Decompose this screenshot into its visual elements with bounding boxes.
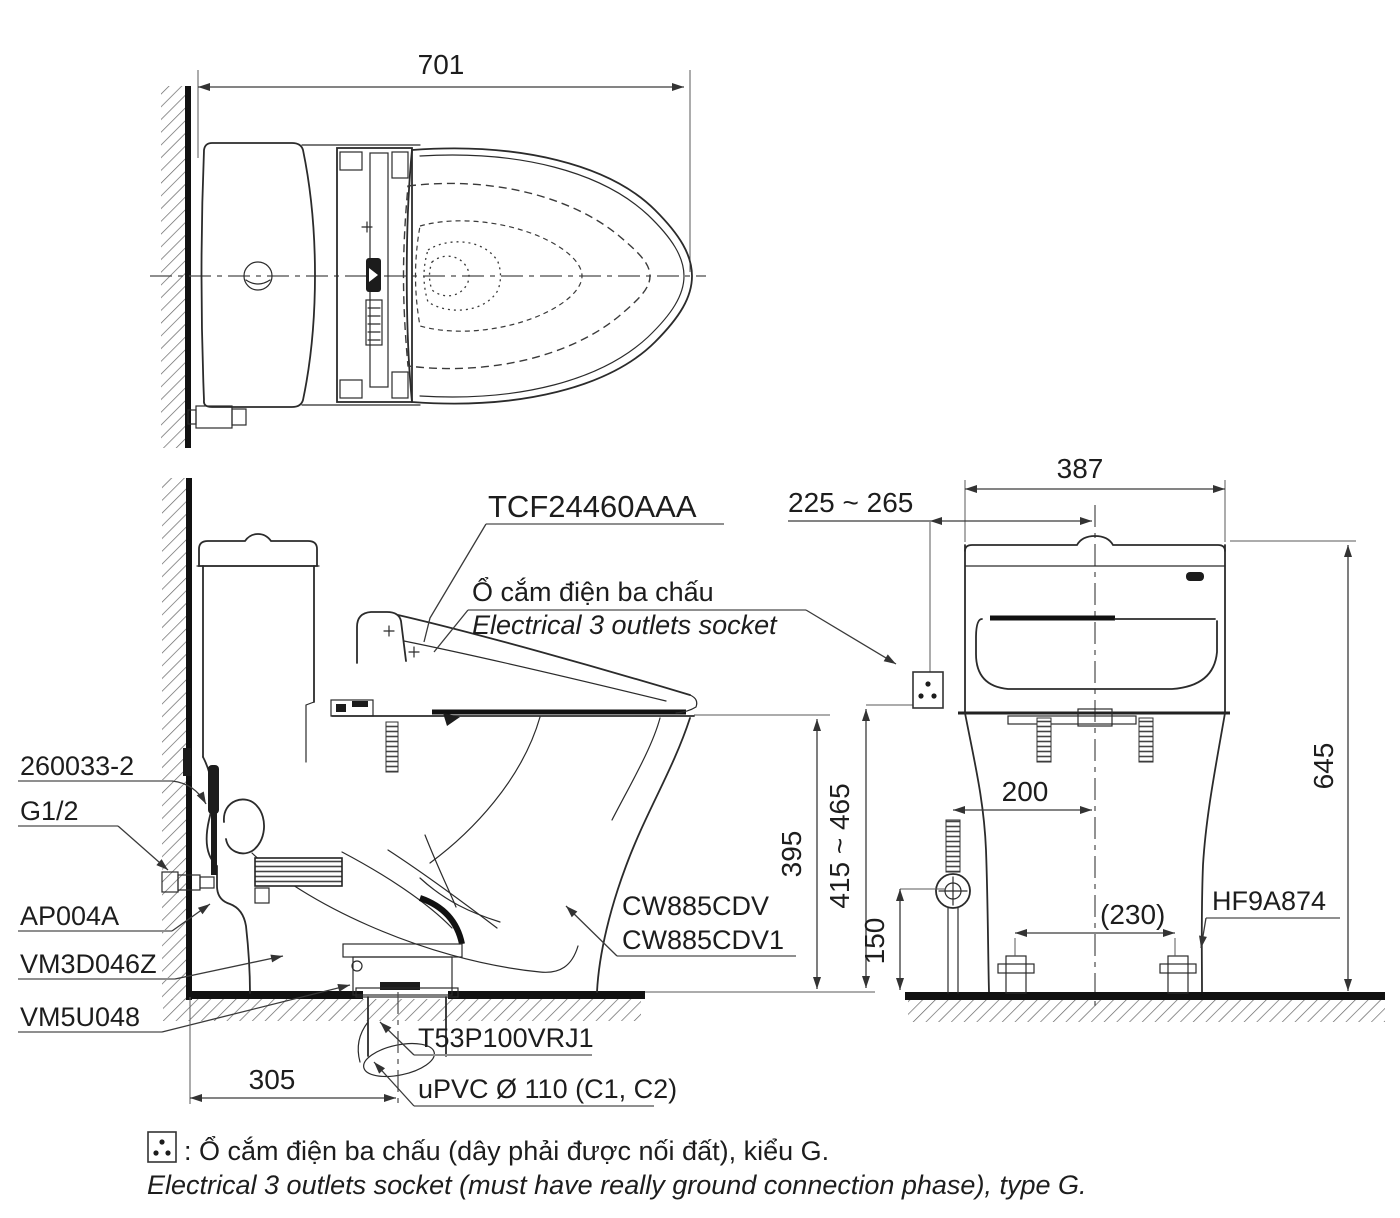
dimension-701: 701 — [197, 49, 691, 272]
dim-305-text: 305 — [249, 1064, 296, 1095]
footnote: : Ổ cắm điện ba chấu (dây phải được nối … — [147, 1131, 1086, 1200]
bolt-cap-left — [1005, 955, 1027, 994]
dim-225-265-text: 225 ~ 265 — [788, 487, 913, 518]
dimension-395: 395 — [694, 714, 830, 989]
hinge-bolt-left — [1036, 717, 1052, 763]
dimension-230: (230) — [1014, 899, 1176, 956]
bowl-side — [202, 709, 695, 994]
drain-pipe — [355, 987, 459, 1104]
bidet-seat-side — [330, 611, 698, 773]
valve-handle-icon — [935, 873, 971, 909]
pedestal-front — [964, 712, 1226, 993]
bowl-rim-hidden-line — [414, 220, 583, 332]
dim-701-text: 701 — [418, 49, 465, 80]
floor-flange — [342, 943, 463, 958]
label-socket-en: Electrical 3 outlets socket — [472, 610, 778, 640]
dimension-387: 387 — [964, 453, 1226, 542]
dimension-415-465: 415 ~ 465 — [824, 704, 913, 988]
seat-mount-bolt — [385, 721, 399, 773]
label-vm5u048: VM5U048 — [20, 1002, 140, 1032]
power-socket-legend-icon — [147, 1131, 177, 1163]
seat-mount-plate — [330, 699, 374, 717]
seat-front — [975, 615, 1218, 690]
dim-395-text: 395 — [776, 831, 807, 878]
note-line1-vi: : Ổ cắm điện ba chấu (dây phải được nối … — [184, 1135, 829, 1166]
dim-200-text: 200 — [1002, 776, 1049, 807]
floor-hatch-side — [163, 999, 641, 1021]
label-vm3d046z: VM3D046Z — [20, 949, 157, 979]
front-view: 387 225 ~ 265 645 200 (230) 150 HF — [788, 453, 1385, 1022]
tank-front — [964, 535, 1226, 713]
inlet-fitting-plan — [195, 405, 233, 429]
drain-labels: T53P100VRJ1 uPVC Ø 110 (C1, C2) — [373, 1021, 677, 1107]
seat-unit-plan — [301, 144, 421, 406]
bowl-lid-plan — [402, 147, 693, 405]
dimension-305: 305 — [189, 997, 396, 1104]
label-hf9a874: HF9A874 — [1212, 886, 1326, 916]
dim-645-text: 645 — [1308, 743, 1339, 790]
label-socket-vi: Ổ cắm điện ba chấu — [472, 576, 714, 607]
stop-valve — [935, 819, 971, 994]
label-t53p100vrj1: T53P100VRJ1 — [418, 1023, 594, 1053]
tank-plan — [187, 142, 316, 429]
side-section-view: 260033-2 G1/2 AP004A VM3D046Z VM5U048 TC… — [18, 478, 913, 1107]
label-upvc-110: uPVC Ø 110 (C1, C2) — [418, 1074, 677, 1104]
hinge-plus-marks — [383, 625, 420, 658]
dim-415-465-text: 415 ~ 465 — [824, 783, 855, 908]
note-line2-en: Electrical 3 outlets socket (must have r… — [147, 1170, 1086, 1200]
socket-callout: Ổ cắm điện ba chấu Electrical 3 outlets … — [433, 576, 897, 665]
seat-control-strip — [365, 299, 383, 346]
dimension-150: 150 — [859, 888, 946, 990]
plus-mark — [361, 221, 373, 233]
part-labels-left: 260033-2 G1/2 AP004A VM3D046Z VM5U048 — [18, 751, 351, 1033]
dim-150-text: 150 — [859, 918, 890, 965]
seat-opening-hidden-line — [402, 182, 651, 370]
label-g12: G1/2 — [20, 796, 79, 826]
dimension-225-265: 225 ~ 265 — [788, 487, 1092, 525]
label-tcf24460aaa: TCF24460AAA — [488, 489, 697, 524]
hose-loop — [223, 798, 265, 855]
wall-hatch-top — [161, 86, 185, 448]
seat-code-label: TCF24460AAA — [423, 489, 724, 643]
trapway-internals — [254, 716, 541, 996]
label-260033-2: 260033-2 — [20, 751, 134, 781]
bolt-caps — [997, 955, 1197, 994]
label-cw885cdv1: CW885CDV1 — [622, 925, 784, 955]
water-connection-side — [161, 748, 579, 973]
floor-hatch-front — [908, 1000, 1385, 1022]
cap-part-label: HF9A874 — [1199, 886, 1340, 949]
top-plan-view: 701 — [150, 49, 706, 448]
dimension-645: 645 — [1230, 540, 1356, 991]
label-cw885cdv: CW885CDV — [622, 891, 769, 921]
flush-knob — [243, 261, 273, 291]
toto-logo — [1186, 572, 1204, 581]
dim-387-text: 387 — [1057, 453, 1104, 484]
label-ap004a: AP004A — [20, 901, 119, 931]
tank-side — [196, 533, 320, 763]
filter-260033-2 — [208, 765, 219, 814]
bolt-cap-right — [1167, 955, 1189, 994]
power-socket — [912, 522, 944, 709]
dimension-200: 200 — [953, 776, 1092, 814]
dim-230-text: (230) — [1100, 899, 1165, 930]
wall-hatch-side — [162, 478, 186, 1000]
hinge-bolt-right — [1138, 717, 1154, 763]
bowl-code-labels: CW885CDV CW885CDV1 — [565, 891, 796, 957]
tank-bolt-block — [254, 857, 343, 887]
power-socket-icon — [912, 671, 944, 709]
